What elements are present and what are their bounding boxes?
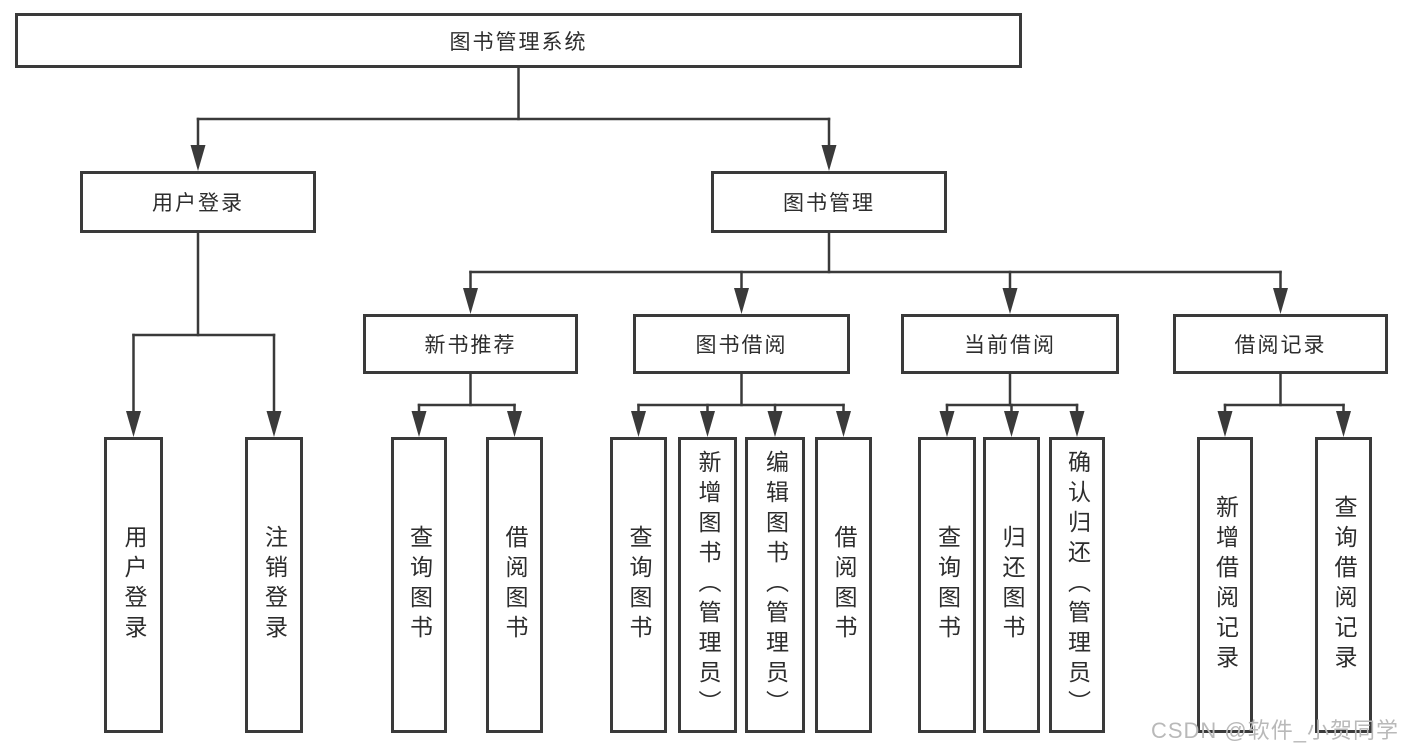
leaf-query-book-recommend: 查询图书 — [391, 437, 447, 733]
branch-book-management: 图书管理 — [711, 171, 947, 233]
leaf-add-borrow-record: 新增借阅记录 — [1197, 437, 1253, 733]
leaf-user-login: 用户登录 — [104, 437, 163, 733]
leaf-query-borrow-record: 查询借阅记录 — [1315, 437, 1372, 733]
subbranch-book-borrow: 图书借阅 — [633, 314, 850, 374]
leaf-return-book: 归还图书 — [983, 437, 1040, 733]
root-node-library-system: 图书管理系统 — [15, 13, 1022, 68]
leaf-borrow-book: 借阅图书 — [815, 437, 872, 733]
leaf-confirm-return-admin: 确认归还（管理员） — [1049, 437, 1105, 733]
leaf-edit-book-admin: 编辑图书（管理员） — [745, 437, 805, 733]
subbranch-current-borrow: 当前借阅 — [901, 314, 1119, 374]
subbranch-borrow-records: 借阅记录 — [1173, 314, 1388, 374]
leaf-query-book-current: 查询图书 — [918, 437, 976, 733]
csdn-watermark: CSDN @软件_小贺同学 — [1150, 718, 1399, 743]
leaf-borrow-book-recommend: 借阅图书 — [486, 437, 543, 733]
branch-user-login: 用户登录 — [80, 171, 316, 233]
leaf-query-book-borrow: 查询图书 — [610, 437, 667, 733]
leaf-add-book-admin: 新增图书（管理员） — [678, 437, 737, 733]
subbranch-new-book-recommend: 新书推荐 — [363, 314, 578, 374]
leaf-logout: 注销登录 — [245, 437, 303, 733]
